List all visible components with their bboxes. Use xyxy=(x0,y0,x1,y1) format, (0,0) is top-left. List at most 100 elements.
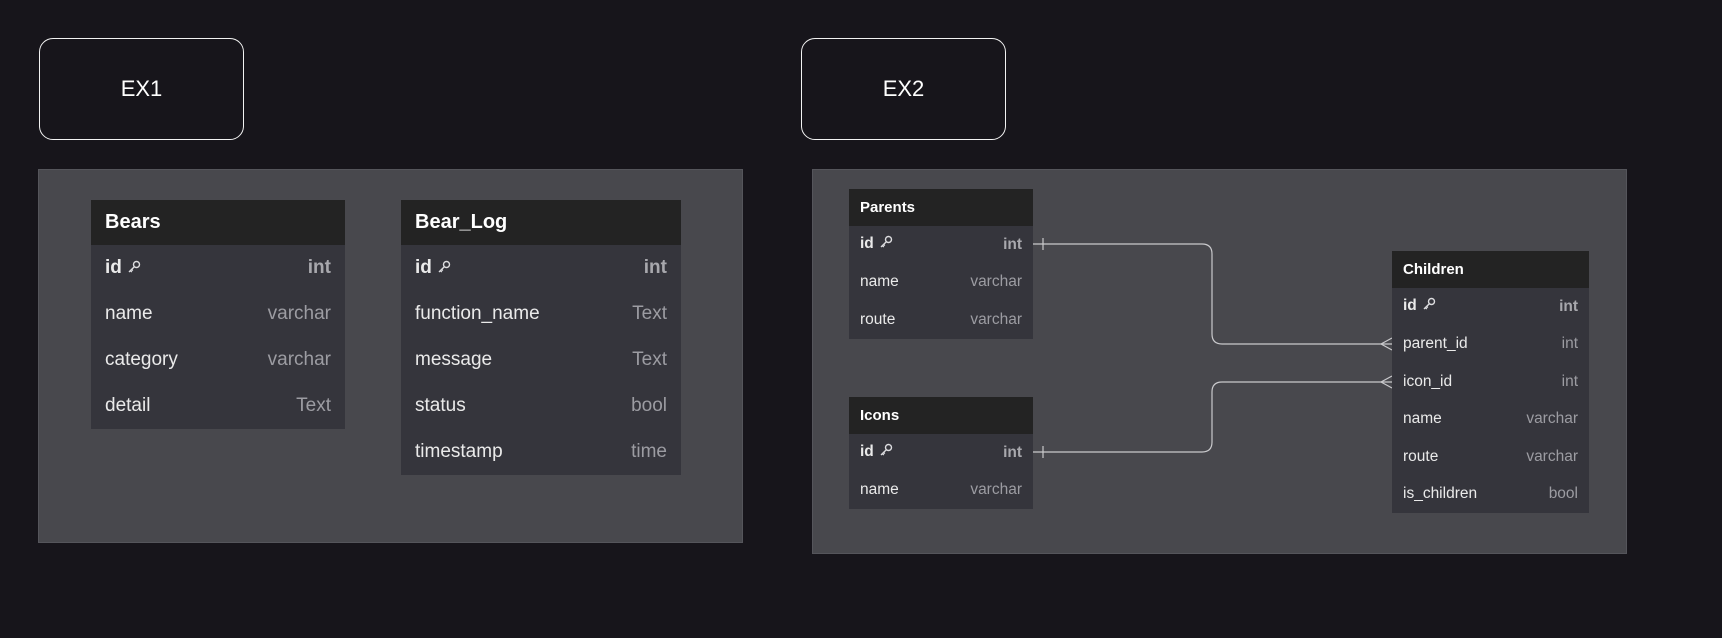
column-name: name xyxy=(1403,410,1442,428)
column-name: parent_id xyxy=(1403,335,1468,353)
column-row-id[interactable]: id int xyxy=(401,245,681,291)
column-type: time xyxy=(631,441,667,462)
column-type: int xyxy=(1561,335,1578,353)
column-name-text: route xyxy=(1403,447,1439,465)
column-name: name xyxy=(105,303,153,325)
column-row-function-name[interactable]: function_name Text xyxy=(401,291,681,337)
column-type: int xyxy=(1003,235,1022,253)
table-title: Icons xyxy=(849,397,1033,434)
column-name: message xyxy=(415,349,492,371)
table-icons[interactable]: Icons id int name varchar xyxy=(849,397,1033,509)
column-row-icon-id[interactable]: icon_id int xyxy=(1392,363,1589,401)
column-type: bool xyxy=(1548,485,1578,503)
column-type: bool xyxy=(631,395,667,416)
table-title: Bears xyxy=(91,200,345,245)
column-name: icon_id xyxy=(1403,373,1452,391)
column-name-text: name xyxy=(1403,410,1442,428)
column-name: timestamp xyxy=(415,441,503,463)
column-row-detail[interactable]: detail Text xyxy=(91,383,345,429)
column-row-route[interactable]: route varchar xyxy=(849,301,1033,339)
table-title: Children xyxy=(1392,251,1589,288)
key-icon xyxy=(127,258,141,280)
column-name-text: name xyxy=(105,303,153,324)
column-type: int xyxy=(307,257,331,278)
column-name-text: category xyxy=(105,349,178,370)
column-name: name xyxy=(860,273,899,291)
ex1-label: EX1 xyxy=(39,38,244,140)
key-icon xyxy=(1422,297,1436,316)
column-row-name[interactable]: name varchar xyxy=(849,264,1033,302)
many-marker-parent-id xyxy=(1379,337,1393,351)
column-name-text: function_name xyxy=(415,303,540,324)
column-type: int xyxy=(643,257,667,278)
column-name-text: route xyxy=(860,310,896,328)
table-parents[interactable]: Parents id int name varchar route varchar xyxy=(849,189,1033,339)
table-title: Bear_Log xyxy=(401,200,681,245)
column-row-is-children[interactable]: is_children bool xyxy=(1392,476,1589,514)
column-name: id xyxy=(105,257,141,280)
column-type: int xyxy=(1561,372,1578,390)
column-name-text: id xyxy=(105,256,122,278)
column-type: varchar xyxy=(267,303,331,324)
column-row-parent-id[interactable]: parent_id int xyxy=(1392,326,1589,364)
column-name: route xyxy=(860,311,895,329)
column-row-id[interactable]: id int xyxy=(849,226,1033,264)
column-row-name[interactable]: name varchar xyxy=(91,291,345,337)
column-name-text: id xyxy=(860,235,874,253)
column-type: Text xyxy=(296,395,331,416)
column-name: is_children xyxy=(1403,485,1477,503)
key-icon xyxy=(879,443,893,462)
column-name-text: name xyxy=(860,273,899,291)
column-type: varchar xyxy=(1526,447,1578,465)
column-name: id xyxy=(860,235,893,254)
column-row-id[interactable]: id int xyxy=(1392,288,1589,326)
column-name: name xyxy=(860,481,899,499)
table-title: Parents xyxy=(849,189,1033,226)
column-row-route[interactable]: route varchar xyxy=(1392,438,1589,476)
column-row-name[interactable]: name varchar xyxy=(849,472,1033,510)
column-name: id xyxy=(1403,297,1436,316)
column-type: int xyxy=(1003,443,1022,461)
column-name-text: message xyxy=(415,349,493,370)
column-name-text: timestamp xyxy=(415,441,503,462)
relation-line-icons-children xyxy=(1033,381,1392,453)
column-name-text: id xyxy=(860,443,874,461)
column-row-status[interactable]: status bool xyxy=(401,383,681,429)
column-row-message[interactable]: message Text xyxy=(401,337,681,383)
column-name-text: detail xyxy=(105,395,151,416)
column-row-timestamp[interactable]: timestamp time xyxy=(401,429,681,475)
column-type: varchar xyxy=(970,481,1022,499)
column-name-text: parent_id xyxy=(1403,335,1468,353)
column-name: id xyxy=(415,257,451,280)
column-row-id[interactable]: id int xyxy=(849,434,1033,472)
column-name: detail xyxy=(105,395,150,417)
column-type: varchar xyxy=(970,310,1022,328)
column-name-text: icon_id xyxy=(1403,372,1453,390)
ex2-label: EX2 xyxy=(801,38,1006,140)
column-name: id xyxy=(860,443,893,462)
column-type: varchar xyxy=(1526,410,1578,428)
many-marker-icon-id xyxy=(1379,375,1393,389)
column-type: varchar xyxy=(970,273,1022,291)
column-name-text: status xyxy=(415,395,466,416)
column-name: status xyxy=(415,395,466,417)
column-row-name[interactable]: name varchar xyxy=(1392,401,1589,439)
relation-line-parents-children xyxy=(1033,243,1392,345)
column-name-text: id xyxy=(1403,297,1417,315)
column-name: function_name xyxy=(415,303,540,325)
column-row-id[interactable]: id int xyxy=(91,245,345,291)
column-name-text: name xyxy=(860,481,899,499)
column-name: route xyxy=(1403,448,1438,466)
column-type: Text xyxy=(632,303,667,324)
column-name-text: id xyxy=(415,256,432,278)
key-icon xyxy=(437,258,451,280)
column-name: category xyxy=(105,349,178,371)
column-type: int xyxy=(1559,297,1578,315)
column-name-text: is_children xyxy=(1403,485,1478,503)
column-type: Text xyxy=(632,349,667,370)
